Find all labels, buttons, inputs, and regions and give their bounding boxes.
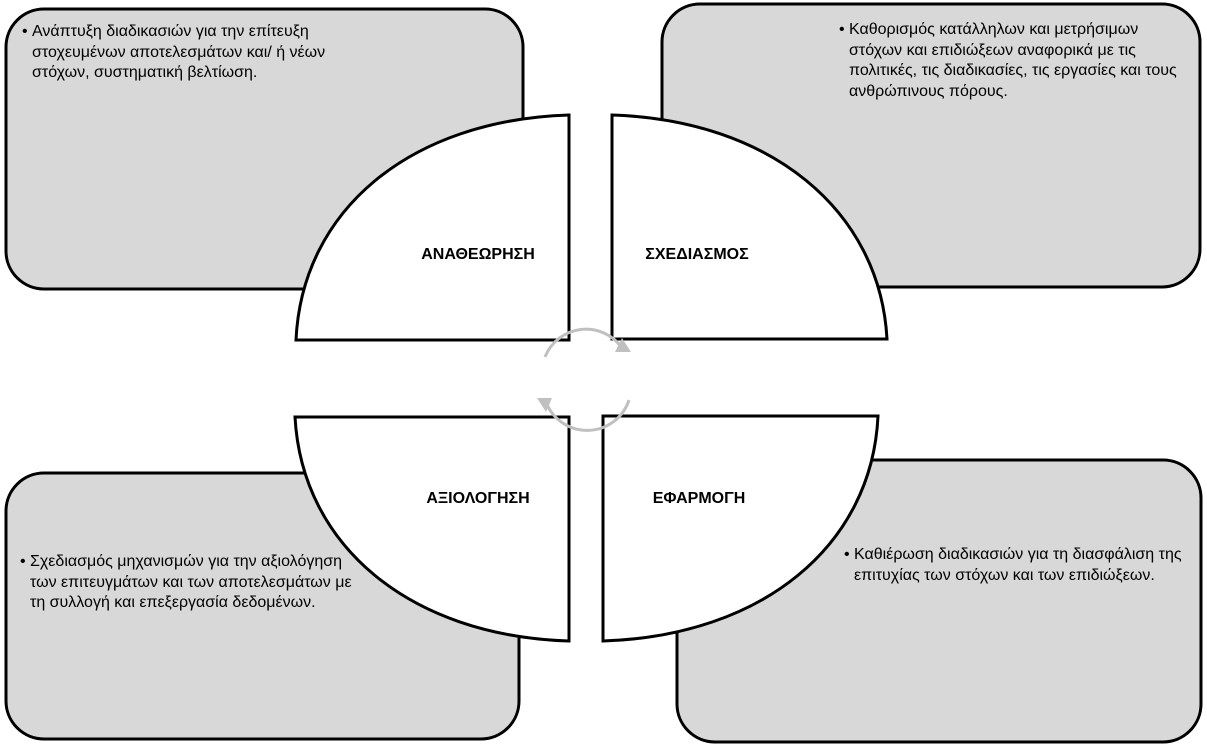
- implementation-bullet: •: [844, 546, 850, 563]
- review-description: Ανάπτυξη διαδικασιών για την επίτευξη στ…: [32, 23, 326, 81]
- planning-bullet: •: [839, 21, 845, 38]
- evaluation-quadrant: [293, 415, 571, 643]
- evaluation-text: • Σχεδιασμός μηχανισμών για την αξιολόγη…: [20, 552, 360, 614]
- planning-description: Καθορισμός κατάλληλων και μετρήσιμων στό…: [849, 21, 1177, 100]
- planning-text: • Καθορισμός κατάλληλων και μετρήσιμων σ…: [839, 20, 1179, 102]
- review-text: • Ανάπτυξη διαδικασιών για την επίτευξη …: [22, 22, 362, 84]
- cycle-arrows-icon: [537, 327, 631, 432]
- implementation-description: Καθιέρωση διαδικασιών για τη διασφάλιση …: [854, 546, 1182, 584]
- planning-quadrant: [610, 113, 889, 341]
- review-label: ΑΝΑΘΕΩΡΗΣΗ: [421, 246, 535, 263]
- implementation-label: ΕΦΑΡΜΟΓΗ: [652, 490, 746, 507]
- review-bullet: •: [22, 23, 28, 40]
- review-quadrant: [294, 113, 571, 342]
- planning-label: ΣΧΕΔΙΑΣΜΟΣ: [645, 246, 749, 263]
- implementation-text: • Καθιέρωση διαδικασιών για τη διασφάλισ…: [844, 545, 1199, 586]
- evaluation-bullet: •: [20, 553, 26, 570]
- evaluation-description: Σχεδιασμός μηχανισμών για την αξιολόγηση…: [30, 553, 352, 611]
- implementation-quadrant: [601, 414, 880, 643]
- evaluation-label: ΑΞΙΟΛΟΓΗΣΗ: [426, 490, 530, 507]
